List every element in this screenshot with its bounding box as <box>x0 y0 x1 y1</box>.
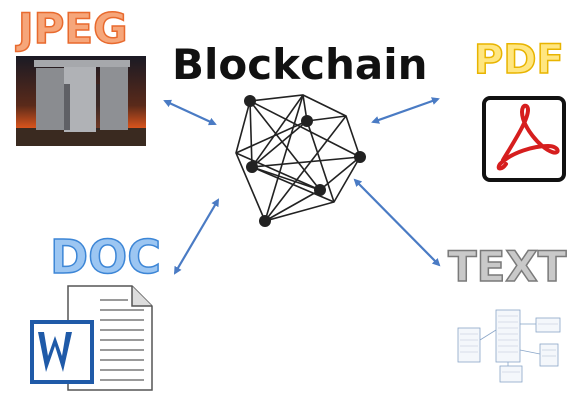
connection-arrows <box>163 97 441 275</box>
node <box>314 184 326 196</box>
database-schema-icon <box>457 309 561 383</box>
pdf-label: PDF <box>473 37 564 83</box>
arrow-doc <box>173 198 220 275</box>
arrow-jpeg <box>163 99 217 126</box>
doc-label: DOC <box>49 230 162 284</box>
jpeg-label: JPEG <box>17 4 128 53</box>
node <box>354 151 366 163</box>
word-document-icon <box>30 285 153 391</box>
blockchain-nodes <box>244 95 366 227</box>
arrow-text <box>353 178 441 267</box>
node <box>246 161 258 173</box>
node <box>244 95 256 107</box>
diagram-title: Blockchain <box>172 40 428 89</box>
node <box>259 215 271 227</box>
text-label: TEXT <box>447 242 567 291</box>
node <box>301 115 313 127</box>
photo-thumbnail-icon <box>16 56 146 146</box>
blockchain-network-icon <box>235 94 361 222</box>
adobe-pdf-icon <box>482 96 566 182</box>
arrow-pdf <box>371 97 440 124</box>
